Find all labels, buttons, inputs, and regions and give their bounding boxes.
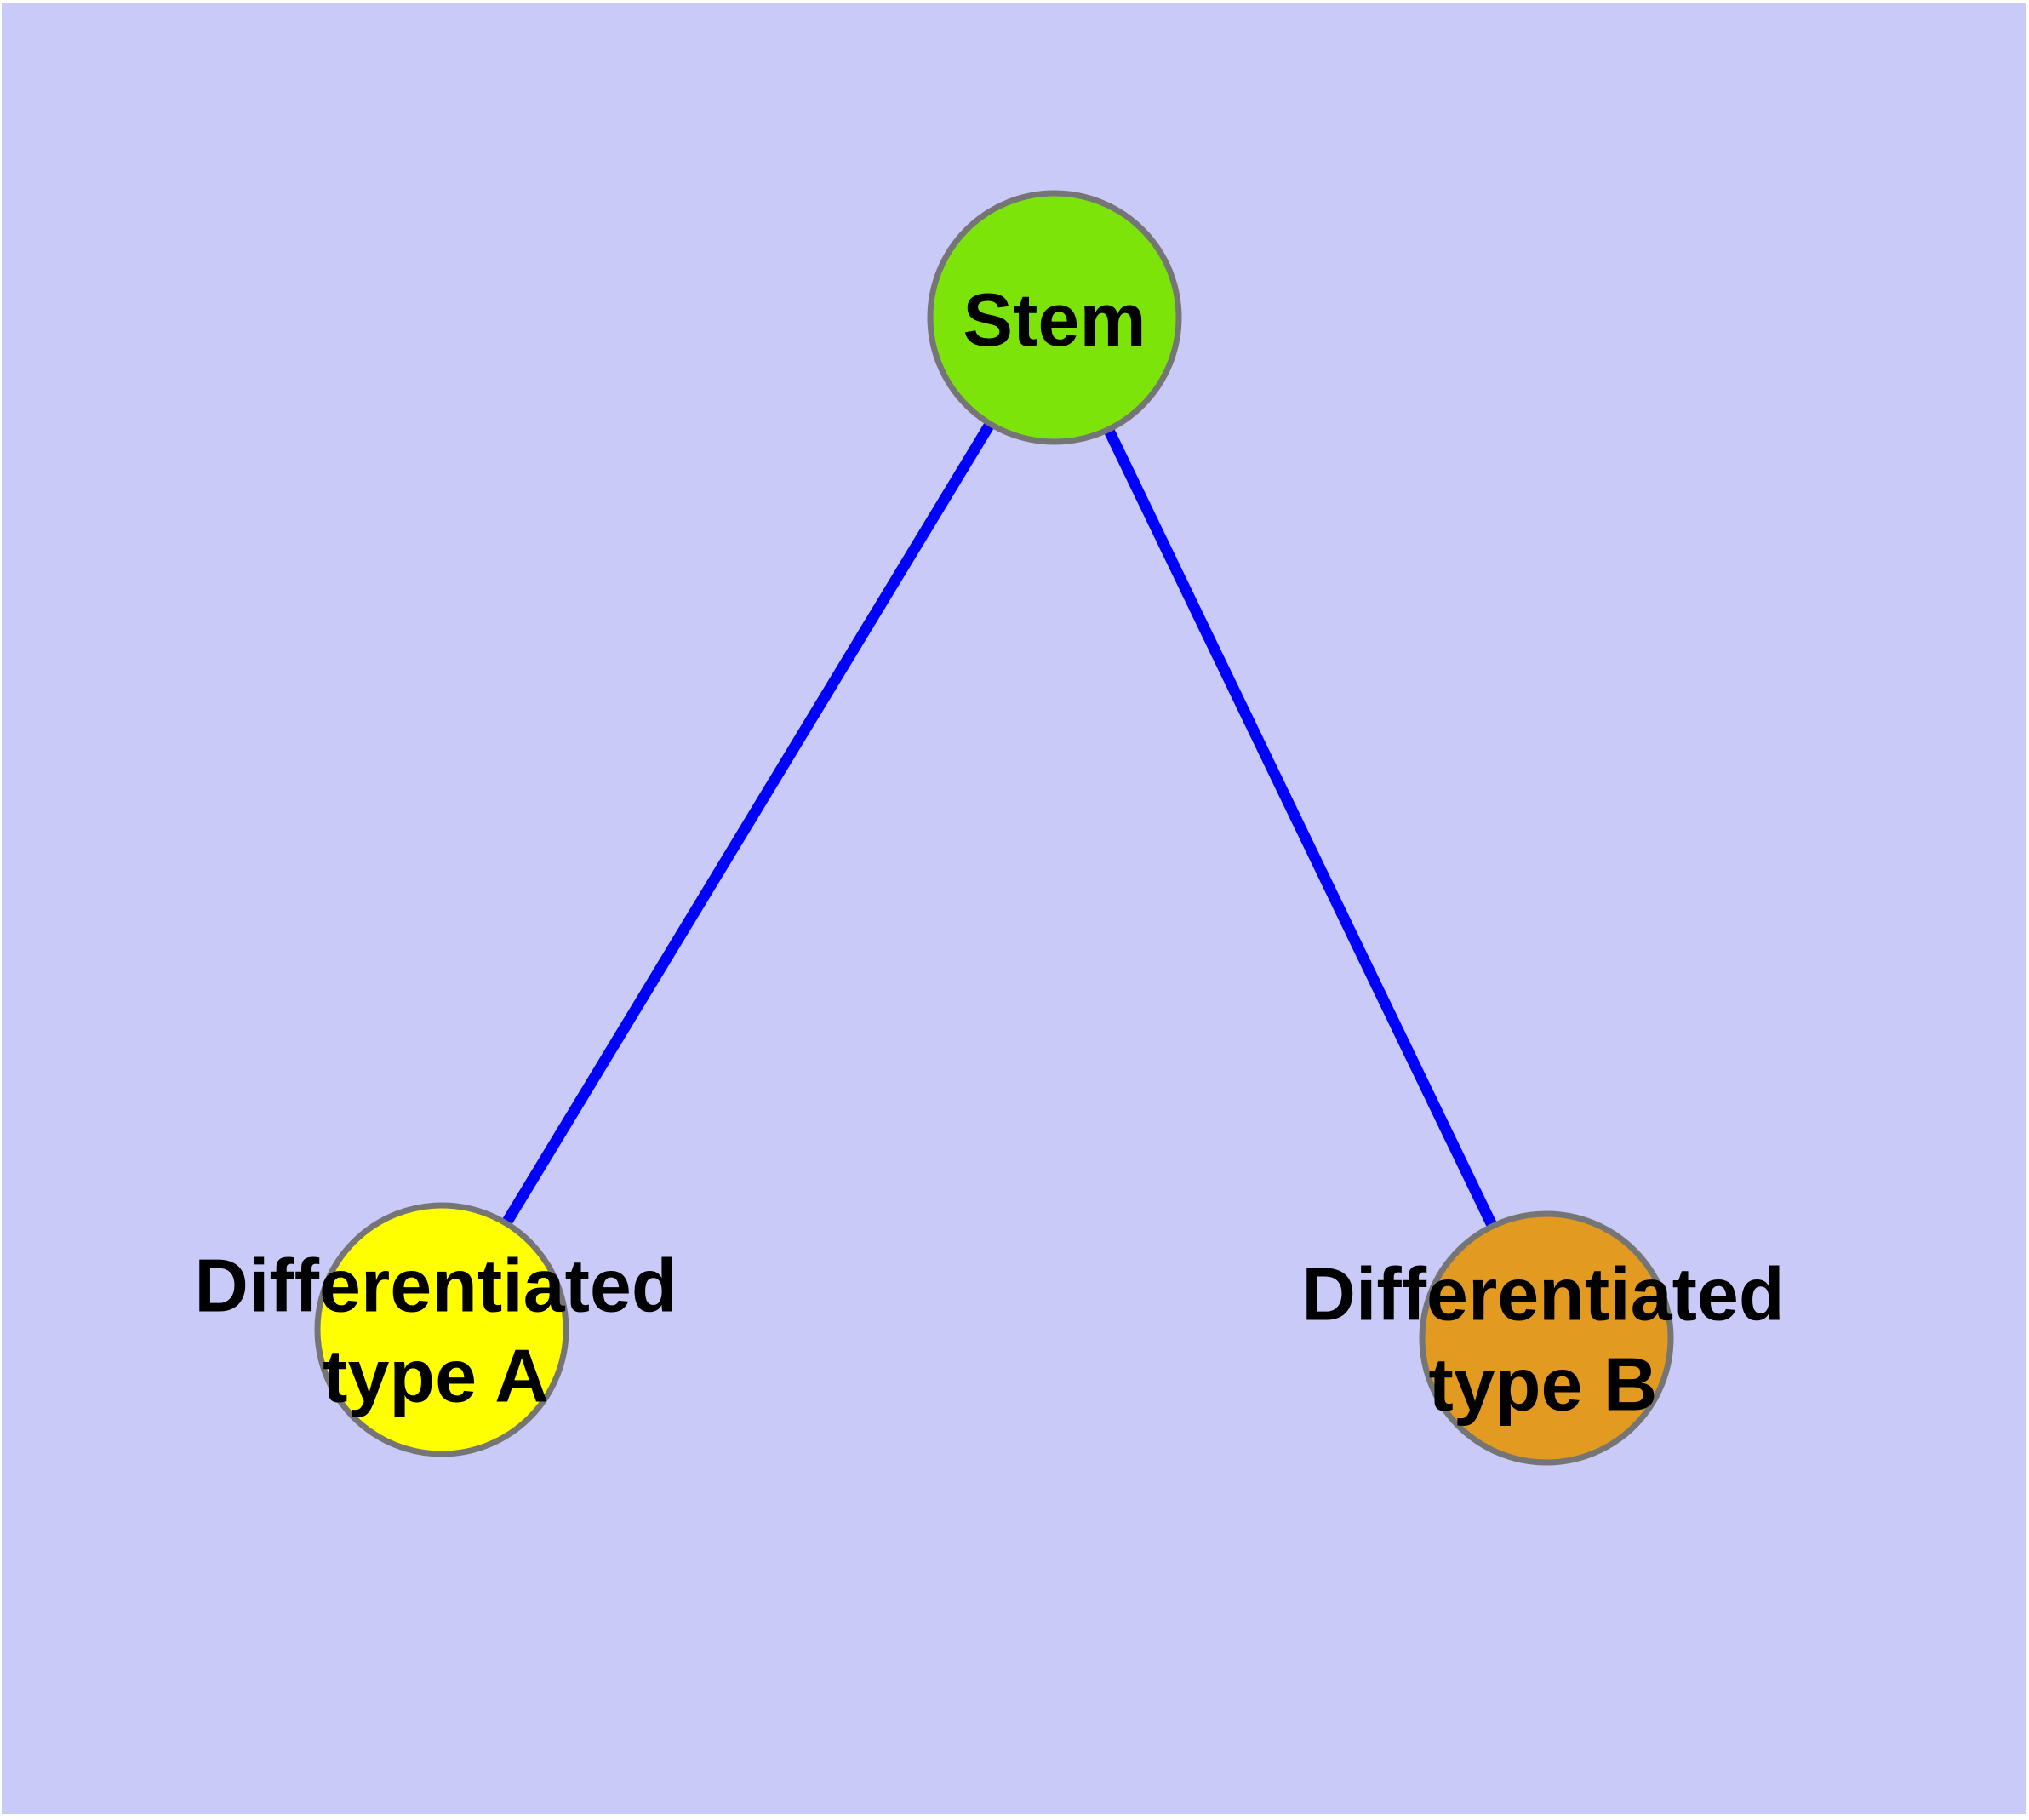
edge-stem-to-type-b <box>1049 315 1552 1341</box>
node-type-b <box>1419 1210 1674 1466</box>
edge-stem-to-type-a <box>437 314 1060 1333</box>
node-stem <box>927 190 1182 445</box>
node-type-a <box>314 1202 569 1457</box>
